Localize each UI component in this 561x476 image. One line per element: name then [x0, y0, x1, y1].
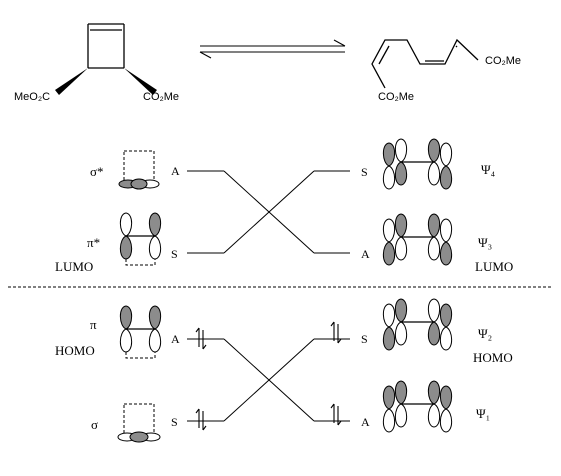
diene-bond-stub	[455, 45, 458, 48]
product-diene: CO₂Me CO₂Me	[371, 38, 521, 103]
wedge-bond-left	[55, 68, 88, 95]
psi1-orbital: A Ψ₁	[361, 380, 490, 433]
label-psi2-homo: HOMO	[473, 350, 513, 365]
label-pi-homo: HOMO	[55, 343, 95, 358]
pi-orbital: π HOMO A	[55, 305, 180, 359]
psi4-orbital: S Ψ₄	[361, 138, 496, 190]
sym-right-psi1: A	[361, 415, 370, 429]
label-pi-star: π*	[87, 235, 100, 250]
sym-left-pi: A	[171, 332, 180, 346]
correlation-lines	[187, 170, 350, 422]
electron-pair-psi1	[330, 403, 342, 426]
psi2-orbital: S Ψ₂ HOMO	[361, 298, 513, 365]
label-psi4: Ψ₄	[481, 162, 496, 177]
ester-label-product-bottom: CO₂Me	[378, 91, 414, 103]
sigma-orbital: σ S	[91, 403, 178, 443]
ester-label-right: CO₂Me	[143, 91, 179, 103]
label-psi1: Ψ₁	[476, 406, 490, 421]
sym-left-sigma-star: A	[171, 164, 180, 178]
label-psi3-lumo: LUMO	[475, 259, 513, 274]
sigma-star-orbital: σ* A	[90, 150, 180, 190]
diene-double-bond-1	[378, 45, 390, 65]
sym-right-psi4: S	[361, 165, 368, 179]
electron-pair-pi	[195, 327, 207, 350]
sym-right-psi2: S	[361, 332, 368, 346]
psi3-orbital: A Ψ₃ LUMO	[361, 213, 513, 274]
electron-pair-sigma	[195, 408, 207, 431]
electron-pairs-left	[195, 327, 207, 431]
equilibrium-arrows	[199, 39, 346, 59]
wedge-bond-right	[124, 68, 157, 95]
label-pi: π	[90, 317, 97, 332]
diene-chain	[371, 38, 479, 89]
label-psi2: Ψ₂	[478, 326, 492, 341]
sym-right-psi3: A	[361, 247, 370, 261]
sym-left-pi-star: S	[171, 247, 178, 261]
ester-label-left: MeO₂C	[14, 91, 50, 103]
label-pi-star-lumo: LUMO	[55, 259, 93, 274]
pi-star-orbital: π* LUMO S	[55, 212, 178, 274]
electron-pairs-right	[330, 321, 342, 426]
reactant-cyclobutene: MeO₂C CO₂Me	[14, 23, 179, 103]
label-psi3: Ψ₃	[478, 235, 492, 250]
label-sigma-star: σ*	[90, 164, 104, 179]
label-sigma: σ	[91, 417, 98, 432]
ester-label-product-right: CO₂Me	[485, 55, 521, 67]
sym-left-sigma: S	[171, 415, 178, 429]
electron-pair-psi2	[330, 321, 342, 344]
